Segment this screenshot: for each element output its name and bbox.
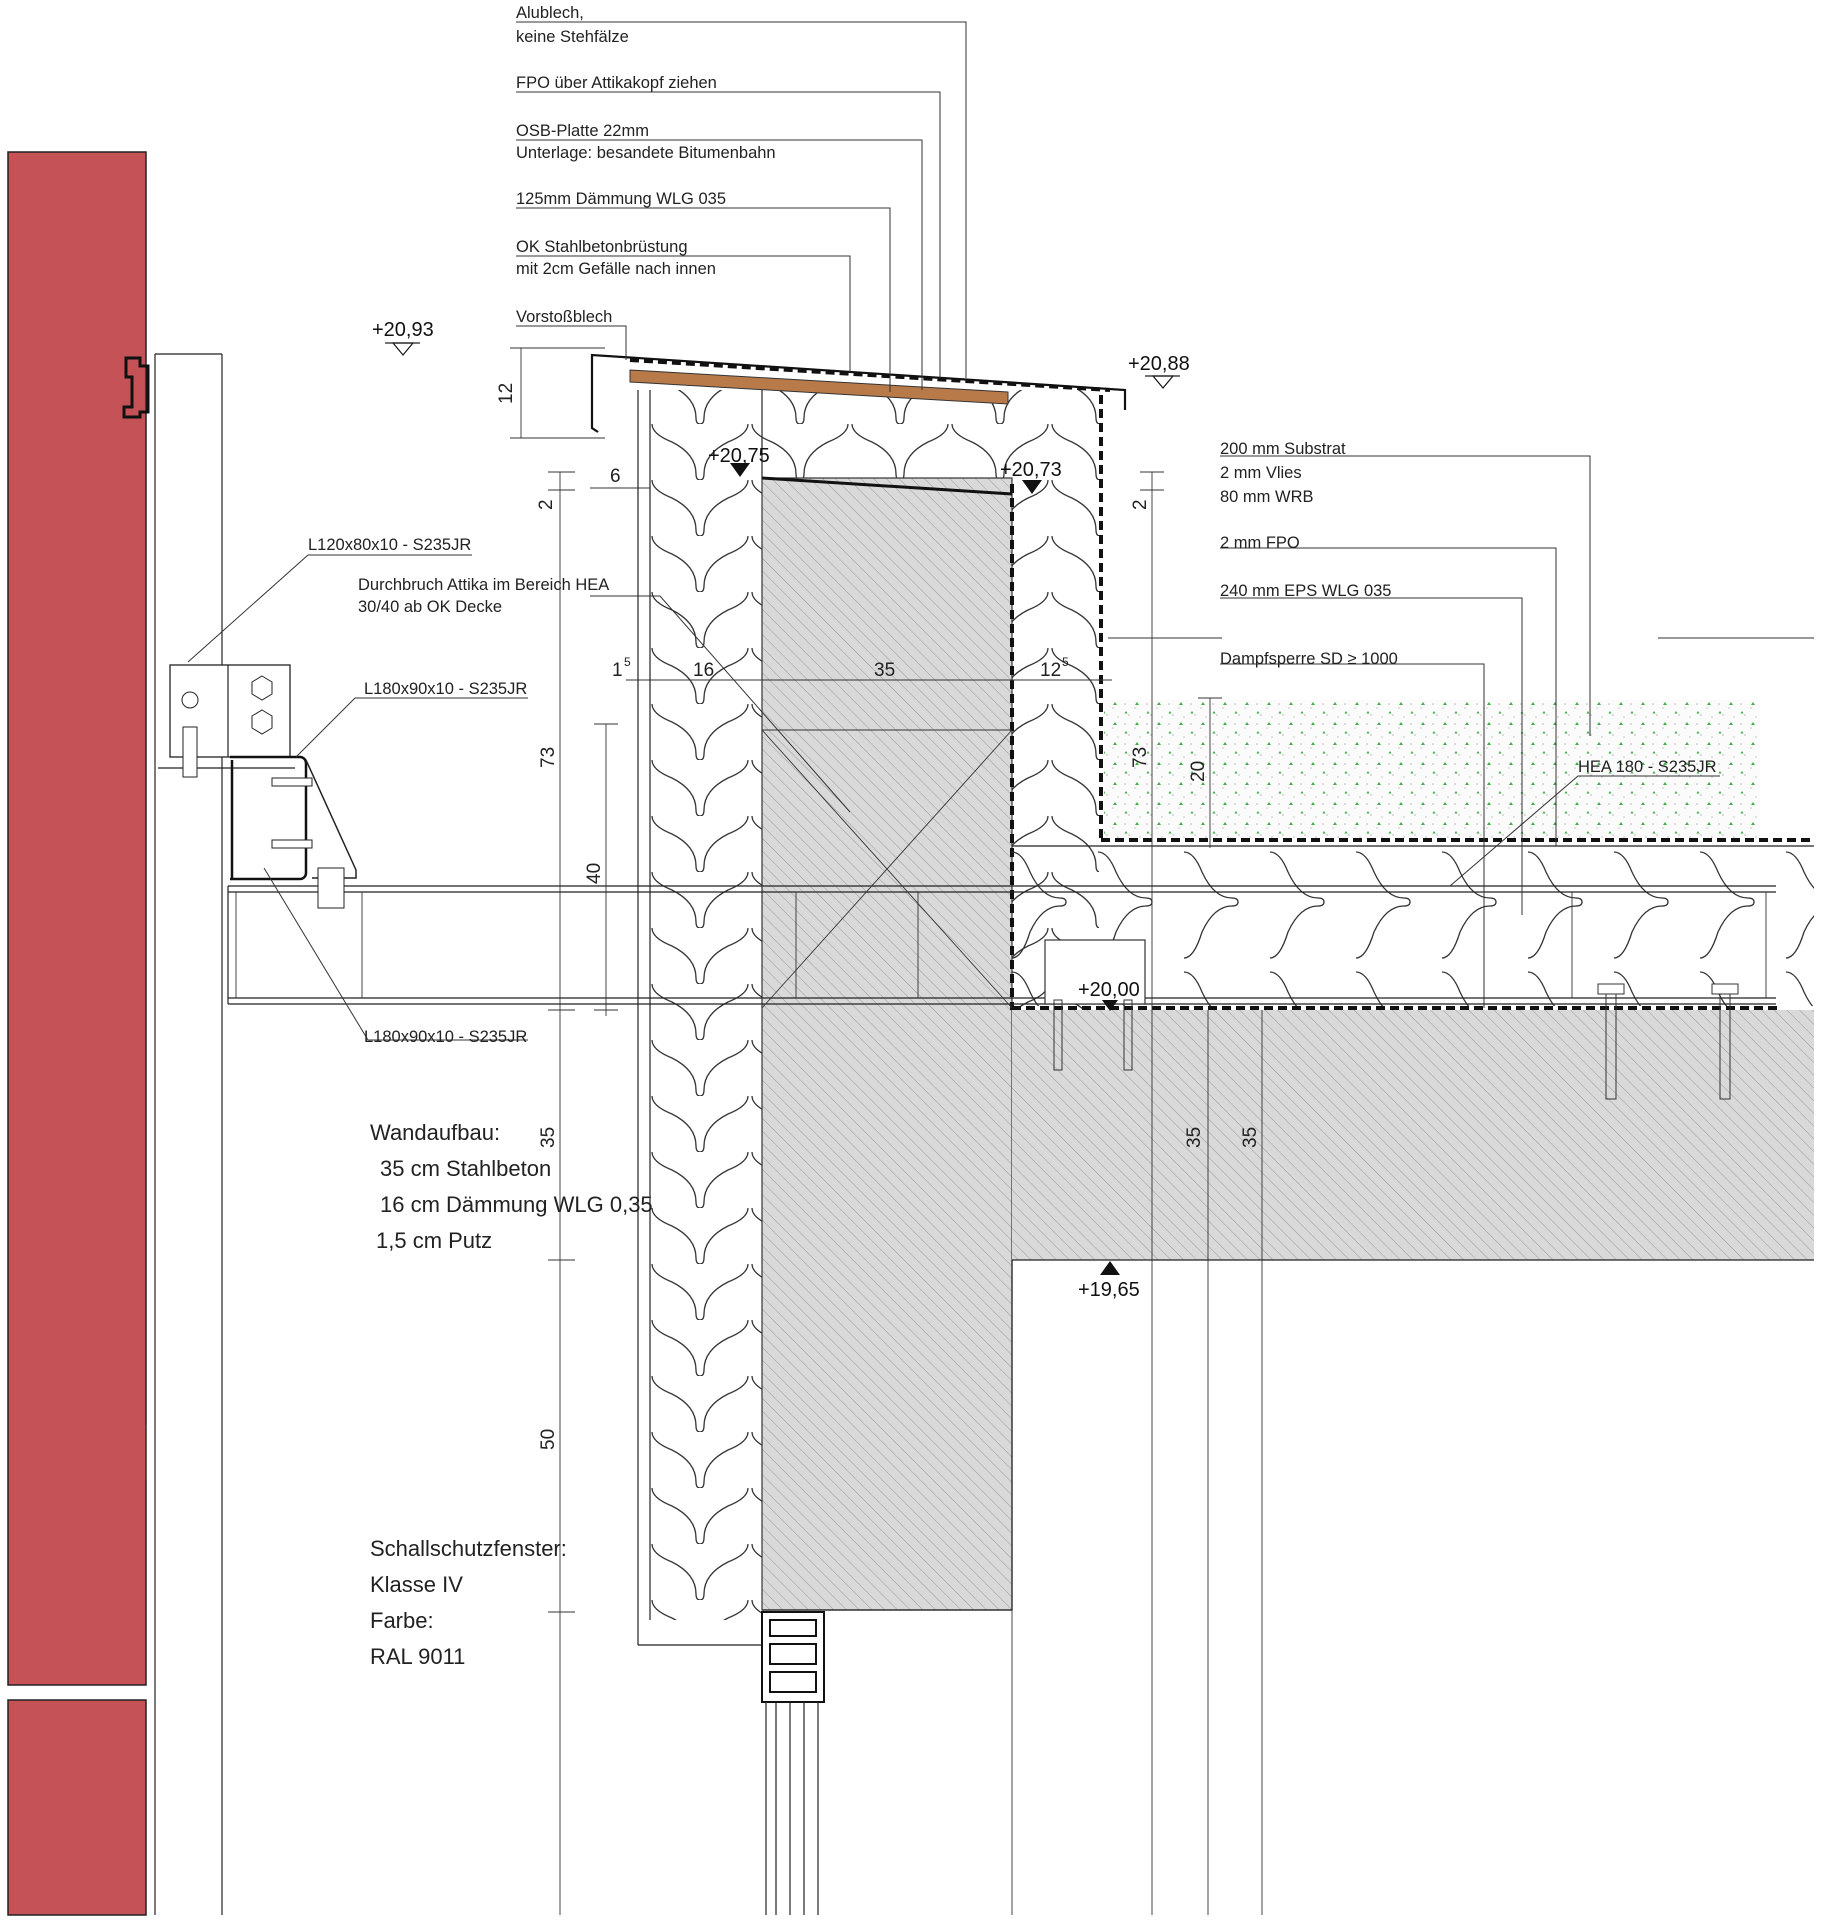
dim-35-top: 35 (874, 660, 895, 681)
label-l120: L120x80x10 - S235JR (308, 536, 471, 554)
label-substrat-3: 80 mm WRB (1220, 488, 1314, 506)
label-fpo-attika: FPO über Attikakopf ziehen (516, 74, 717, 92)
dim-40: 40 (584, 863, 605, 884)
dim-35-left: 35 (538, 1127, 559, 1148)
facade-clip-profile (122, 356, 150, 419)
level-2088: +20,88 (1128, 353, 1190, 375)
note-fenster-1: Schallschutzfenster: (370, 1536, 567, 1561)
parapet-top-insulation (762, 390, 1012, 478)
dim-1: 1 (612, 660, 623, 681)
dim-73-right: 73 (1130, 747, 1151, 768)
window-frame (761, 1611, 825, 1915)
dim-35-b: 35 (1240, 1127, 1261, 1148)
level-2000: +20,00 (1078, 979, 1140, 1001)
alu-cap-flashing (590, 353, 1127, 433)
note-fenster-2: Klasse IV (370, 1572, 463, 1597)
label-daemmung-125: 125mm Dämmung WLG 035 (516, 190, 726, 208)
facade-panel-upper (7, 151, 147, 1686)
green-roof-substrate (1104, 700, 1760, 838)
dim-12: 12 (496, 383, 517, 404)
reinforced-concrete (761, 477, 1814, 1611)
note-fenster-4: RAL 9011 (370, 1644, 465, 1669)
label-substrat-1: 200 mm Substrat (1220, 440, 1346, 458)
dim-20: 20 (1188, 761, 1209, 782)
dim-35-a: 35 (1184, 1127, 1205, 1148)
label-eps: 240 mm EPS WLG 035 (1220, 582, 1392, 600)
dim-50: 50 (538, 1429, 559, 1450)
hea-beam (227, 885, 1776, 1005)
dim-16: 16 (693, 660, 714, 681)
label-l180-bottom: L180x90x10 - S235JR (364, 1028, 527, 1046)
label-l180-top: L180x90x10 - S235JR (364, 680, 527, 698)
label-vorstossblech: Vorstoßblech (516, 308, 612, 326)
label-hea: HEA 180 - S235JR (1578, 758, 1717, 776)
dim-2-right: 2 (1130, 499, 1151, 510)
level-2075: +20,75 (708, 445, 770, 467)
dim-12b-sup: 5 (1062, 655, 1069, 669)
label-durchbruch-1: Durchbruch Attika im Bereich HEA (358, 576, 609, 594)
label-dampfsperre: Dampfsperre SD ≥ 1000 (1220, 650, 1398, 668)
level-2093: +20,93 (372, 319, 434, 341)
leader-lines (187, 21, 1720, 1041)
steel-bracket (158, 664, 357, 909)
note-wand-2: 16 cm Dämmung WLG 0,35 (380, 1192, 653, 1217)
osb-board (629, 369, 1009, 405)
label-durchbruch-2: 30/40 ab OK Decke (358, 598, 502, 616)
roof-eps-insulation (1012, 845, 1814, 1006)
note-wand-3: 1,5 cm Putz (376, 1228, 492, 1253)
label-ok-stb-2: mit 2cm Gefälle nach innen (516, 260, 716, 278)
dimension-lines (510, 347, 1814, 1915)
label-alublech-1: Alublech, (516, 4, 584, 22)
level-2073: +20,73 (1000, 459, 1062, 481)
label-osb-2: Unterlage: besandete Bitumenbahn (516, 144, 776, 162)
level-markers (385, 342, 1180, 1275)
dim-2-left: 2 (536, 499, 557, 510)
dim-73-left: 73 (538, 747, 559, 768)
anchor-bolts (1053, 983, 1739, 1100)
label-osb-1: OSB-Platte 22mm (516, 122, 649, 140)
note-wand-1: 35 cm Stahlbeton (380, 1156, 551, 1181)
label-ok-stb-1: OK Stahlbetonbrüstung (516, 238, 688, 256)
note-fenster-3: Farbe: (370, 1608, 434, 1633)
dim-1-sup: 5 (624, 655, 631, 669)
label-alublech-2: keine Stehfälze (516, 28, 629, 46)
dim-6: 6 (610, 466, 621, 487)
facade-panel-lower (7, 1699, 147, 1916)
note-wand-title: Wandaufbau: (370, 1120, 500, 1145)
level-1965: +19,65 (1078, 1279, 1140, 1301)
label-fpo-2mm: 2 mm FPO (1220, 534, 1300, 552)
wall-insulation (637, 390, 763, 1646)
dim-12b: 12 (1040, 660, 1061, 681)
label-substrat-2: 2 mm Vlies (1220, 464, 1302, 482)
